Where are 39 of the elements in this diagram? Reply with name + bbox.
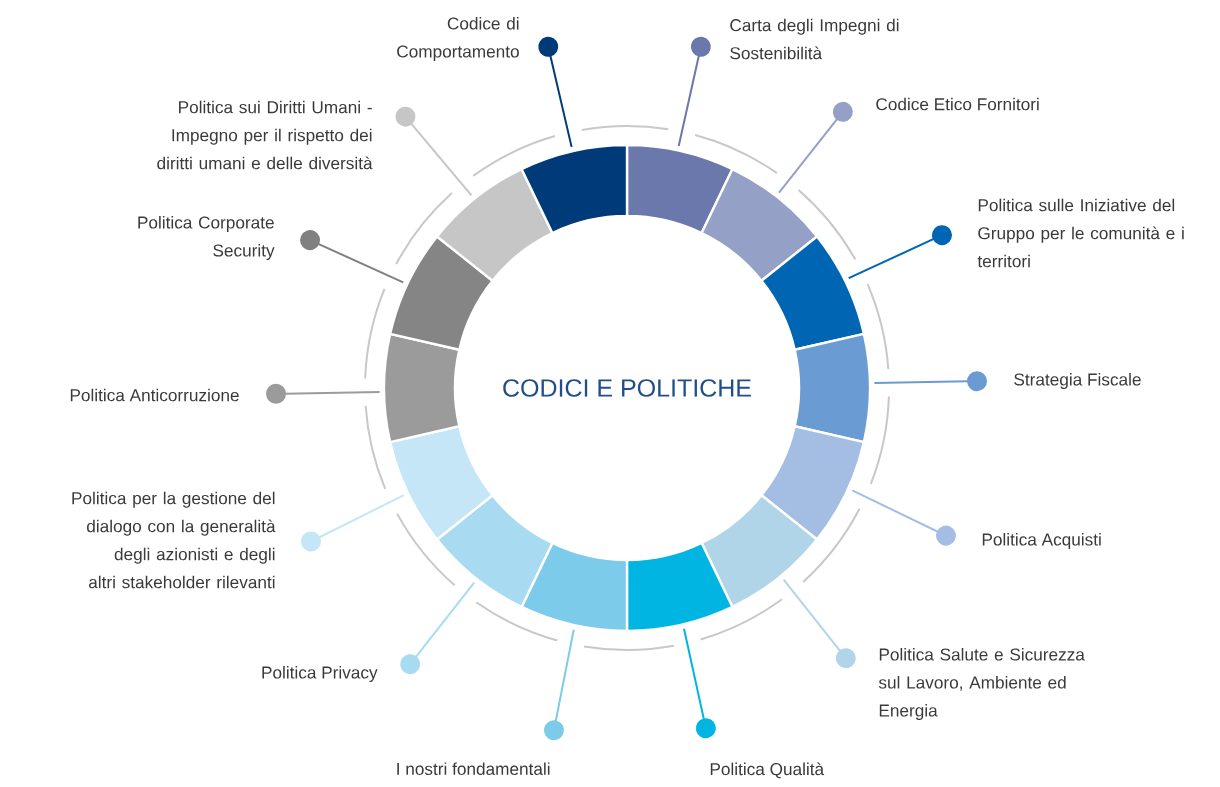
leader-line (300, 494, 405, 552)
leader-line (400, 581, 476, 675)
leader-line (543, 628, 575, 741)
ring-segment (625, 143, 734, 235)
ring-segment (388, 235, 494, 351)
leader-line (677, 36, 711, 148)
ring-segment (388, 425, 494, 541)
label-text: Politica sui Diritti Umani - Impegno per il rispetto dei diritti umani e delle diversità (157, 100, 373, 170)
label-text: Politica Salute e Sicurezza sul Lavoro, Ambiente ed Energia (878, 648, 1085, 720)
leader-line (873, 371, 987, 392)
ring-segment (793, 332, 872, 444)
label-text: Carta degli Impegni di Sostenibilità (730, 18, 899, 60)
ring-segment (520, 143, 629, 235)
ring-segment (382, 332, 461, 444)
leader-line (538, 36, 573, 148)
leader-line (782, 578, 856, 669)
label-text: Codice di Comportamento (397, 17, 519, 61)
ring-segment (760, 235, 866, 351)
ring-segment (520, 541, 629, 633)
leader-line (395, 106, 473, 197)
title-text: CODICI E POLITICHE (503, 379, 751, 397)
label-text: Politica Anticorruzione (70, 388, 239, 402)
leader-line (300, 230, 405, 284)
label-text: Politica Corporate Security (138, 216, 275, 260)
label-text: Codice Etico Fornitori (876, 97, 1039, 111)
label-text: Politica per la gestione del dialogo con la generalità degli azionisti e degli altri stakeholder rilevanti (72, 491, 276, 589)
label-text: Strategia Fiscale (1014, 373, 1141, 389)
ring-segment (760, 425, 866, 541)
leader-line (683, 627, 716, 739)
label-text: I nostri fondamentali (397, 762, 550, 775)
leader-line (851, 489, 956, 546)
label-text: Politica sulle Iniziative del Gruppo per le comunità e i territori (977, 198, 1184, 268)
label-text: Politica Acquisti (982, 533, 1101, 549)
label-text: Politica Qualità (710, 762, 825, 779)
leader-line (778, 101, 853, 194)
label-text: Politica Privacy (262, 666, 378, 682)
ring-segment (625, 541, 734, 633)
leader-line (266, 383, 381, 404)
leader-line (847, 225, 952, 280)
